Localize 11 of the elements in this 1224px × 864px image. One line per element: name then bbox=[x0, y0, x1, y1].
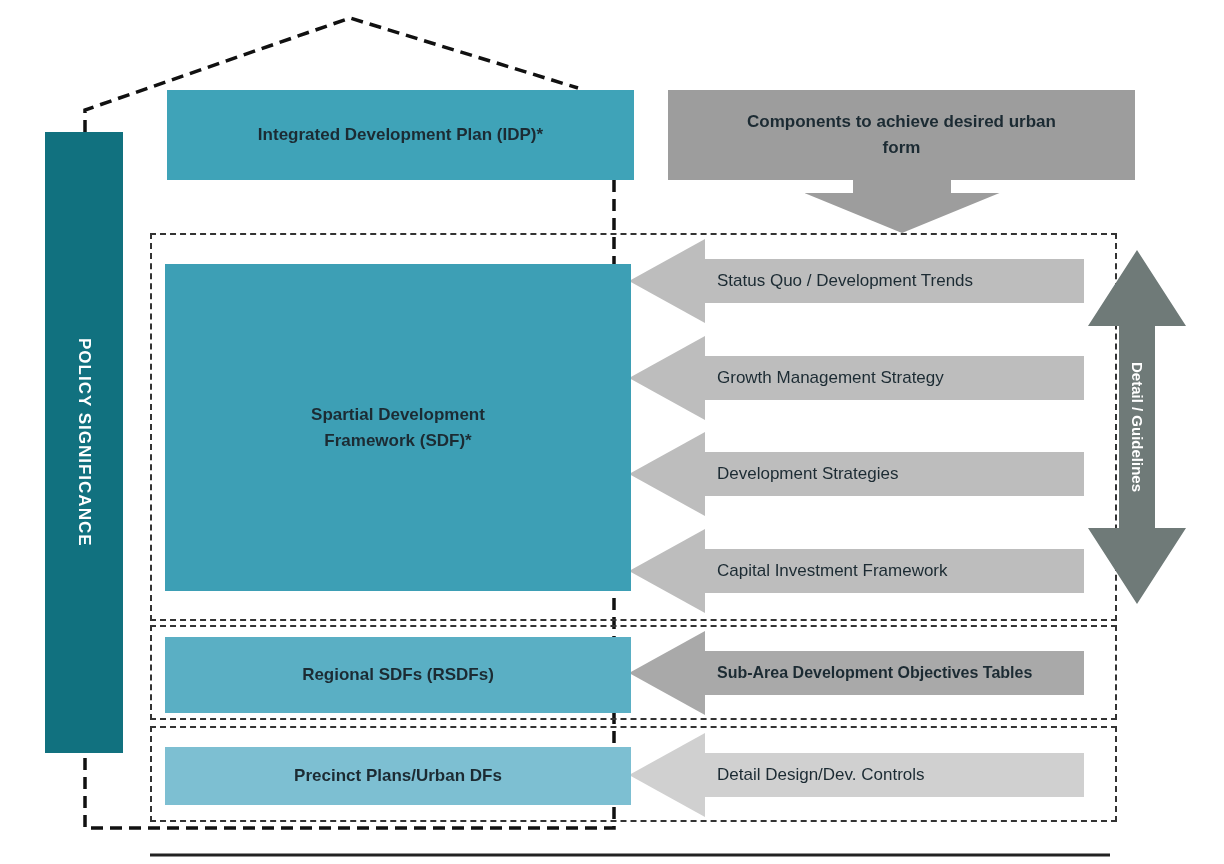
dashed-frame bbox=[150, 625, 1117, 720]
plan-box: Integrated Development Plan (IDP)* bbox=[167, 90, 634, 180]
arrow-label: Detail / Guidelines bbox=[1127, 360, 1147, 494]
plan-box: Components to achieve desired urban form bbox=[668, 90, 1135, 180]
plan-box: Precinct Plans/Urban DFs bbox=[165, 747, 631, 805]
dashed-frame bbox=[150, 233, 1117, 621]
vertical-banner: POLICY SIGNIFICANCE bbox=[45, 132, 123, 753]
plan-box: Spartial Development Framework (SDF)* bbox=[165, 264, 631, 591]
double-block-arrow bbox=[1088, 250, 1186, 604]
dashed-frame bbox=[150, 726, 1117, 822]
plan-box: Regional SDFs (RSDFs) bbox=[165, 637, 631, 713]
